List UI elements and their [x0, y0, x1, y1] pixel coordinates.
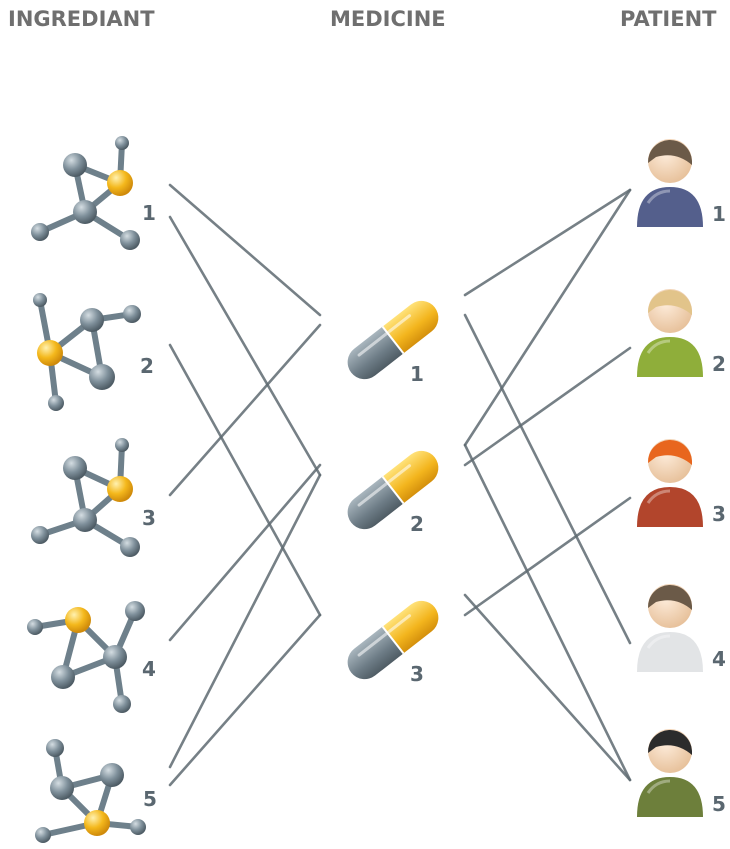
- link-ingredient-1-medicine-1: [168, 183, 322, 317]
- person-icon: [637, 439, 703, 527]
- patient-label: 2: [712, 352, 726, 376]
- ingredient-label: 3: [142, 506, 156, 530]
- link-medicine-3-patient-3: [463, 496, 632, 617]
- link-medicine-1-patient-4: [463, 313, 632, 645]
- ingredient-label: 2: [140, 354, 154, 378]
- patient-label: 3: [712, 502, 726, 526]
- molecule-icon: [27, 601, 145, 713]
- ingredient-1: 1: [31, 136, 156, 250]
- patient-column: 1 2 3 4 5: [637, 139, 726, 817]
- molecule-icon: [35, 739, 146, 843]
- ingredient-label: 5: [143, 787, 157, 811]
- molecule-icon: [31, 136, 140, 250]
- medicine-column-header: MEDICINE: [330, 7, 446, 31]
- patient-label: 1: [712, 202, 726, 226]
- medicine-2: 2: [347, 450, 439, 536]
- molecule-icon: [31, 438, 140, 557]
- connection-lines: [168, 183, 632, 787]
- link-medicine-1-patient-1: [463, 188, 632, 297]
- medicine-3: 3: [347, 600, 439, 686]
- ingredient-3: 3: [31, 438, 156, 557]
- medicine-1: 1: [347, 300, 439, 386]
- patient-4: 4: [637, 584, 726, 672]
- pill-icon: [347, 300, 439, 380]
- patient-5: 5: [637, 729, 726, 817]
- patient-2: 2: [637, 289, 726, 377]
- link-ingredient-5-medicine-3: [168, 613, 322, 787]
- patient-1: 1: [637, 139, 726, 227]
- person-icon: [637, 139, 703, 227]
- link-ingredient-2-medicine-3: [168, 343, 322, 617]
- ingredient-2: 2: [33, 293, 154, 411]
- link-medicine-2-patient-5: [463, 443, 632, 782]
- ingredient-label: 4: [142, 657, 156, 681]
- ingredient-5: 5: [35, 739, 157, 843]
- link-ingredient-3-medicine-1: [168, 323, 322, 497]
- pill-icon: [347, 450, 439, 530]
- ingredient-label: 1: [142, 201, 156, 225]
- person-icon: [637, 289, 703, 377]
- link-ingredient-5-medicine-2: [168, 473, 322, 769]
- link-medicine-3-patient-5: [463, 593, 632, 782]
- patient-column-header: PATIENT: [620, 7, 717, 31]
- ingredient-column: 1 2 3 4 5: [27, 136, 157, 843]
- patient-label: 5: [712, 792, 726, 816]
- medicine-label: 2: [410, 512, 424, 536]
- pill-icon: [347, 600, 439, 680]
- person-icon: [637, 584, 703, 672]
- patient-label: 4: [712, 647, 726, 671]
- link-medicine-2-patient-2: [463, 346, 632, 467]
- molecule-icon: [33, 293, 141, 411]
- medicine-column: 1 2 3: [347, 300, 439, 686]
- link-medicine-2-patient-1: [463, 188, 632, 447]
- ingredient-4: 4: [27, 601, 156, 713]
- ingredient-column-header: INGREDIANT: [8, 7, 155, 31]
- medicine-label: 1: [410, 362, 424, 386]
- link-ingredient-1-medicine-2: [168, 215, 322, 477]
- patient-3: 3: [637, 439, 726, 527]
- link-ingredient-4-medicine-2: [168, 463, 322, 642]
- medicine-label: 3: [410, 662, 424, 686]
- person-icon: [637, 729, 703, 817]
